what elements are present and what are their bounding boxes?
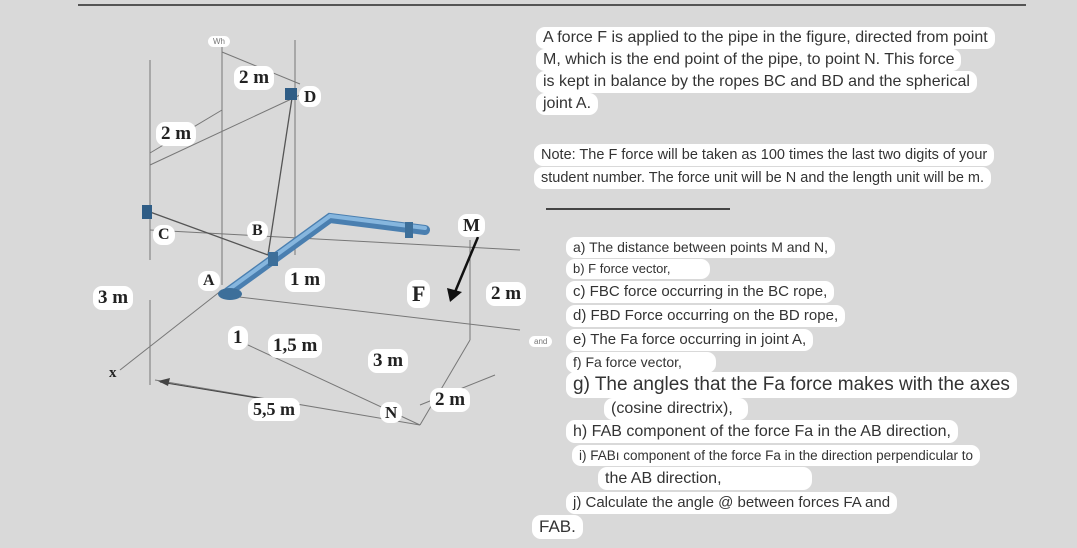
label-point-b: B	[247, 221, 268, 241]
note-line: Note: The F force will be taken as 100 t…	[534, 144, 995, 166]
pipe-diagram	[119, 40, 521, 426]
note-underline	[546, 208, 730, 210]
question-i-cont: the AB direction,	[598, 467, 812, 490]
question-j-cont: FAB.	[532, 515, 583, 539]
label-2m-low: 2 m	[430, 388, 471, 412]
label-1m-mid: 1 m	[285, 268, 326, 292]
label-and: and	[529, 336, 553, 347]
note-line: student number. The force unit will be N…	[534, 167, 992, 189]
label-3m-low: 3 m	[368, 349, 409, 373]
problem-line: is kept in balance by the ropes BC and B…	[536, 71, 977, 93]
top-divider	[78, 4, 1026, 6]
question-g-cont: (cosine directrix),	[604, 398, 748, 420]
question-b: b) F force vector,	[566, 259, 710, 279]
question-d: d) FBD Force occurring on the BD rope,	[566, 305, 846, 327]
label-point-c: C	[153, 225, 175, 245]
question-a: a) The distance between points M and N,	[566, 237, 836, 258]
label-3m-left: 3 m	[93, 286, 134, 310]
label-2m-right: 2 m	[486, 282, 527, 306]
question-j: j) Calculate the angle @ between forces …	[566, 492, 898, 514]
problem-line: A force F is applied to the pipe in the …	[536, 27, 995, 49]
label-2m-top: 2 m	[234, 66, 275, 90]
label-5-5m: 5,5 m	[248, 398, 300, 421]
label-point-a: A	[198, 271, 220, 291]
question-e: e) The Fa force occurring in joint A,	[566, 329, 814, 351]
question-h: h) FAB component of the force Fa in the …	[566, 420, 958, 443]
question-c: c) FBC force occurring in the BC rope,	[566, 281, 835, 303]
question-i: i) FABı component of the force Fa in the…	[572, 445, 980, 466]
problem-statement: A force F is applied to the pipe in the …	[536, 27, 1024, 115]
label-x-axis: x	[109, 365, 117, 381]
question-g: g) The angles that the Fa force makes wi…	[566, 372, 1017, 398]
label-wh: Wh	[208, 36, 230, 47]
problem-line: M, which is the end point of the pipe, t…	[536, 49, 962, 71]
label-1-low: 1	[228, 326, 248, 350]
label-point-n: N	[380, 402, 403, 424]
problem-line: joint A.	[536, 93, 599, 115]
question-f: f) Fa force vector,	[566, 352, 716, 373]
label-point-m: M	[458, 214, 485, 237]
label-2m-left: 2 m	[156, 122, 197, 146]
label-force-f: F	[407, 280, 431, 308]
label-1-5m: 1,5 m	[268, 334, 323, 358]
label-point-d: D	[299, 86, 322, 108]
